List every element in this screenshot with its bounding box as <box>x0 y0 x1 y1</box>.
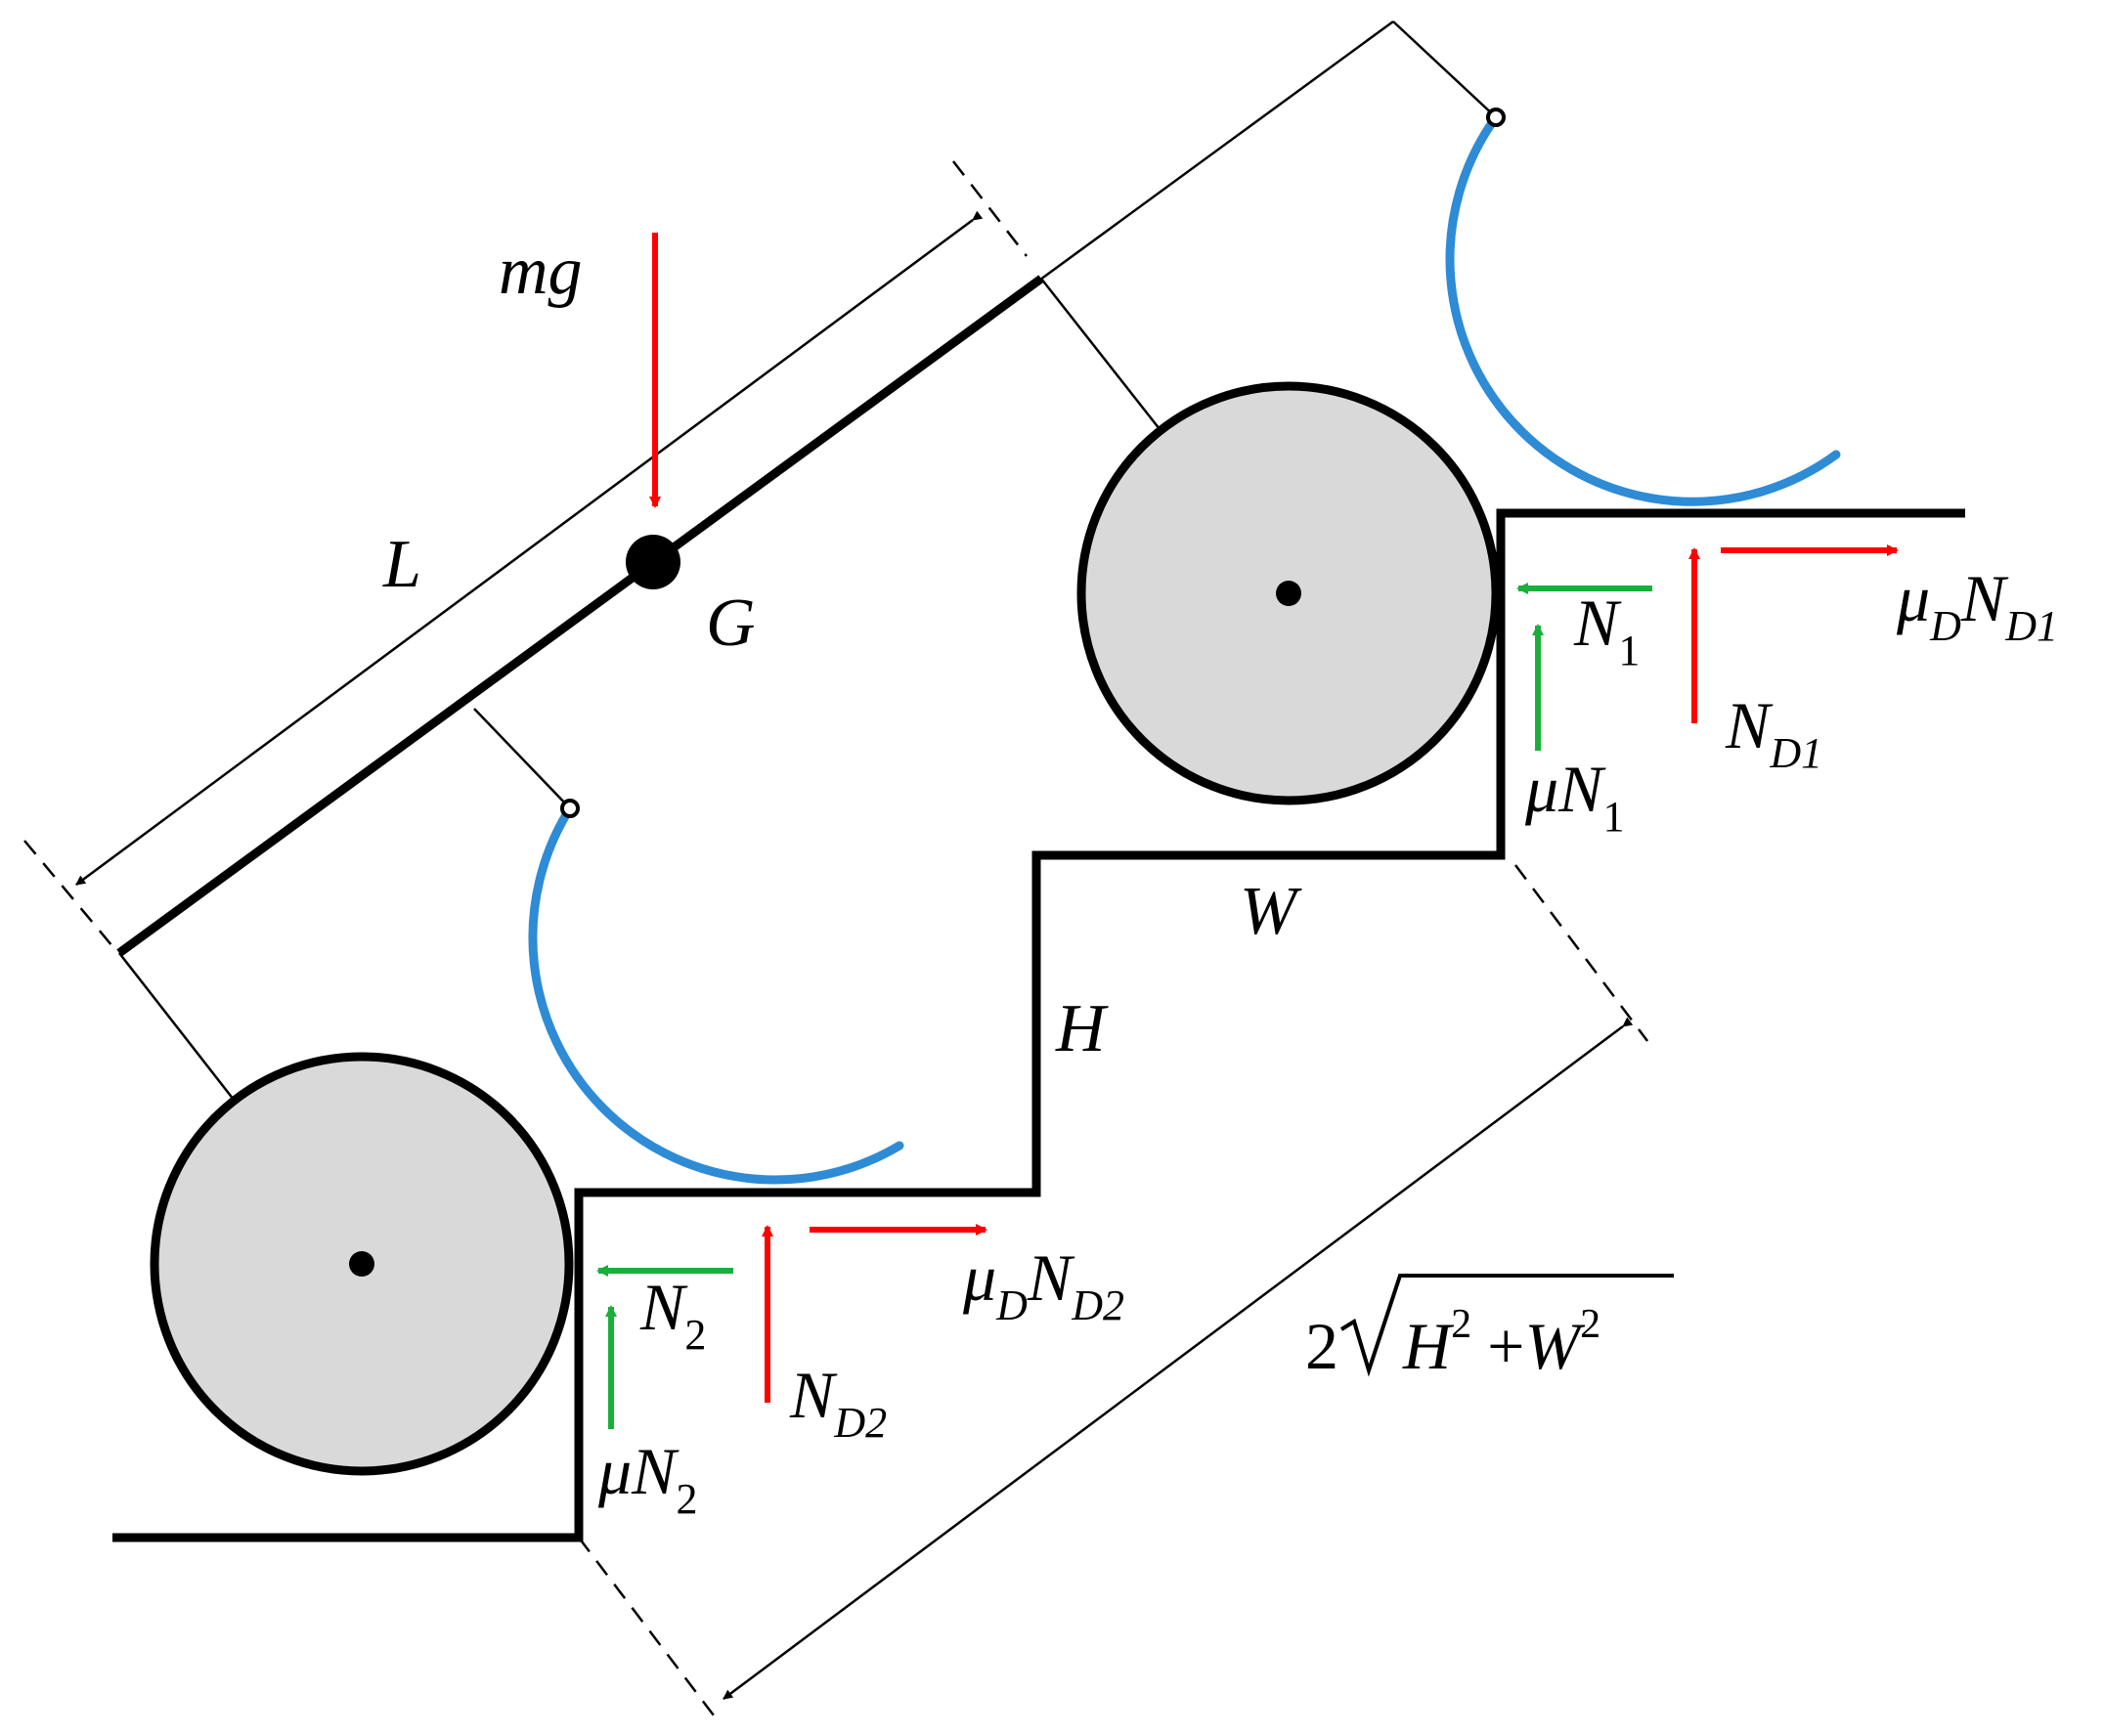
label-ND2: ND2 <box>789 1358 887 1447</box>
label-muN2: μN2 <box>597 1434 698 1523</box>
red-forces <box>649 233 1899 1403</box>
link-lower-pivot <box>473 708 571 809</box>
label-L: L <box>382 527 421 602</box>
dimension-lines <box>75 210 1634 1701</box>
label-H: H <box>1055 991 1109 1066</box>
link-upper-pivot <box>1392 21 1497 118</box>
main-frame-bar <box>116 275 1044 957</box>
dashed-guide-lower-stair <box>578 1537 715 1716</box>
dashed-guide-frame-top <box>952 160 1028 257</box>
label-W: W <box>1240 874 1302 949</box>
dimension-L-arrow <box>75 210 984 887</box>
label-mg: mg <box>499 234 583 309</box>
dashed-guide-frame-left <box>23 840 113 947</box>
label-muN1: μN1 <box>1524 752 1625 841</box>
upper-arc-pivot <box>1486 108 1506 127</box>
label-ND1: ND1 <box>1725 688 1822 777</box>
sqrt-sign <box>1339 1274 1674 1377</box>
label-N2: N2 <box>639 1270 706 1359</box>
upper-blue-arc <box>1445 112 1841 506</box>
label-muDND2: μDND2 <box>962 1240 1124 1329</box>
lower-wheel-hub <box>349 1251 374 1277</box>
label-G: G <box>706 586 756 661</box>
dimension-diagonal-arrow <box>723 1017 1634 1701</box>
diag-coef: 2 <box>1305 1309 1338 1383</box>
center-of-gravity <box>626 535 680 589</box>
dashed-guides <box>23 160 1648 1716</box>
label-diagonal-length: 2 H2+W2 <box>1305 1274 1674 1383</box>
green-forces <box>596 583 1652 1429</box>
dashed-guide-upper-stair <box>1514 864 1648 1042</box>
diag-expression: H2+W2 <box>1402 1302 1600 1383</box>
lower-arc-pivot <box>560 799 580 818</box>
label-N1: N1 <box>1573 586 1640 674</box>
lower-blue-arc <box>528 803 904 1185</box>
upper-wheel-hub <box>1276 581 1301 606</box>
label-muDND1: μDND1 <box>1896 561 2058 650</box>
